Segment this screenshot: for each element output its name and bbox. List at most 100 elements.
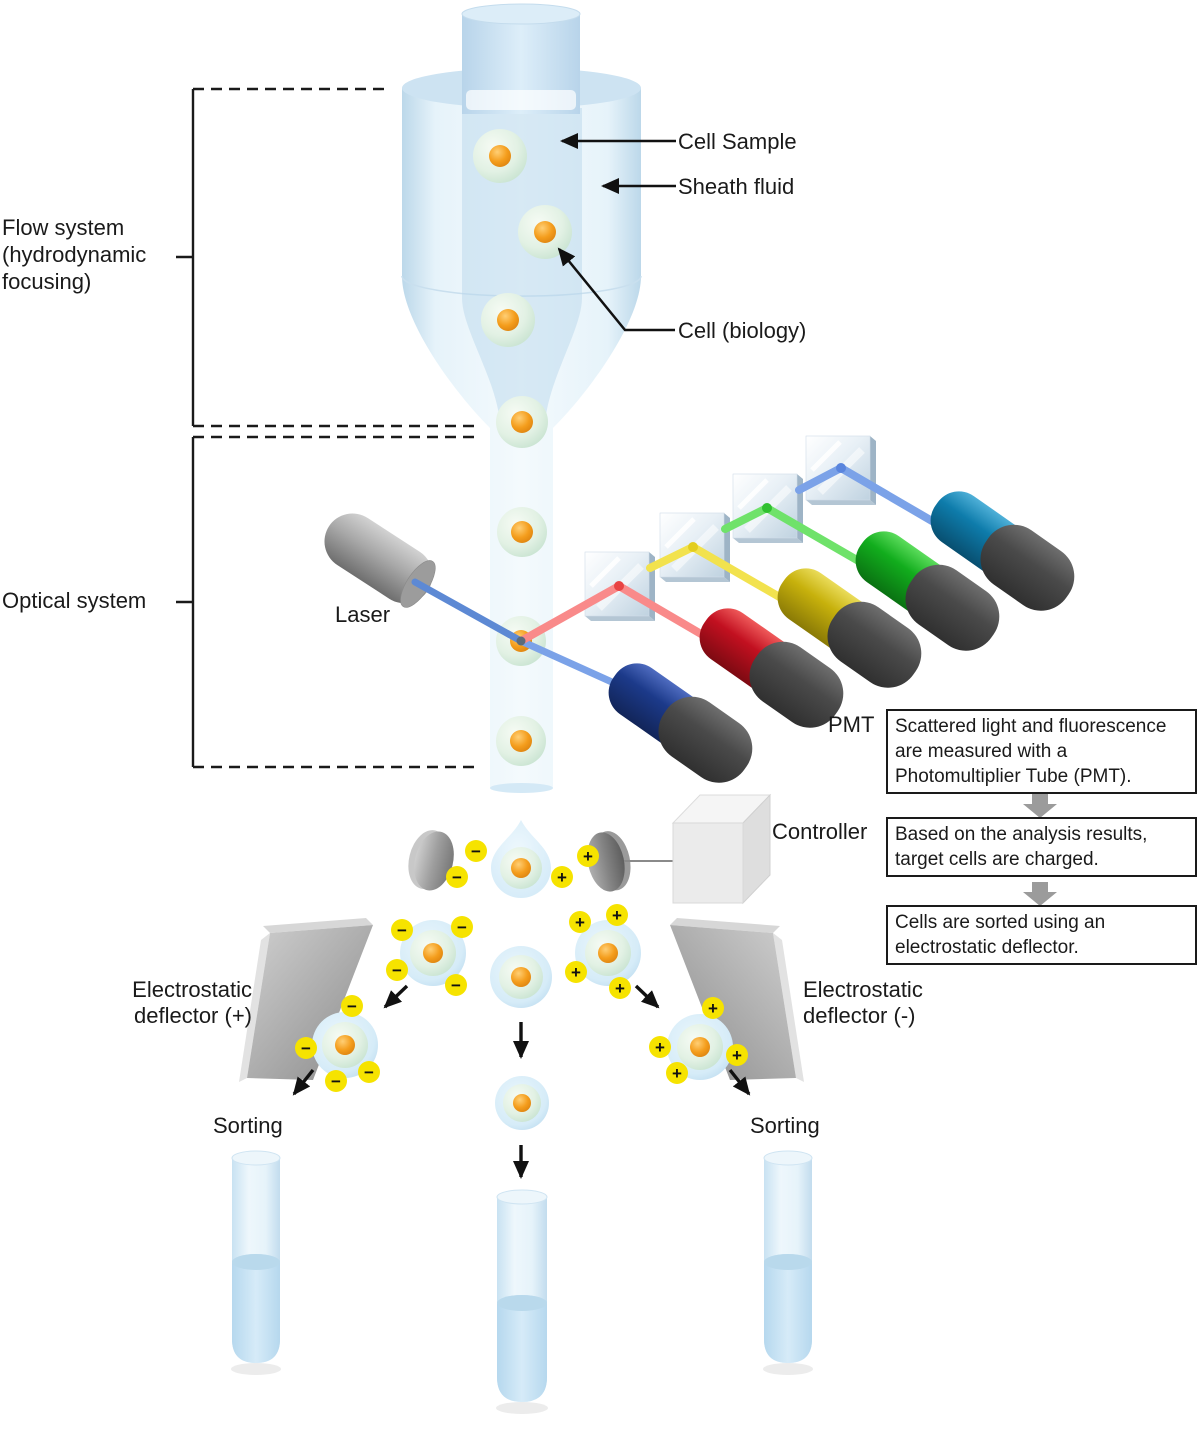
droplet bbox=[575, 920, 641, 986]
optical-system-bracket bbox=[176, 435, 478, 769]
sample-inlet-opening bbox=[461, 3, 581, 25]
svg-text:−: − bbox=[347, 997, 357, 1016]
droplet bbox=[312, 1012, 378, 1078]
flow-system-bracket bbox=[176, 87, 478, 428]
charging-electrode-right bbox=[587, 831, 631, 892]
charge-plus: + bbox=[565, 961, 587, 983]
pmt-forward-scatter bbox=[608, 663, 753, 783]
laser-label: Laser bbox=[335, 602, 391, 627]
sheath-fluid-label: Sheath fluid bbox=[678, 174, 795, 199]
deflector-plate-negative bbox=[670, 918, 804, 1082]
pmt-green bbox=[855, 531, 1000, 651]
svg-text:+: + bbox=[575, 913, 585, 932]
charge-minus: − bbox=[295, 1037, 317, 1059]
charge-minus: − bbox=[446, 866, 468, 888]
cell bbox=[481, 293, 535, 347]
svg-text:+: + bbox=[583, 847, 593, 866]
charge-minus: − bbox=[445, 974, 467, 996]
charge-plus: + bbox=[551, 866, 573, 888]
sorting-left-label: Sorting bbox=[213, 1113, 283, 1138]
cell-biology-arrow bbox=[557, 247, 675, 332]
svg-text:+: + bbox=[615, 979, 625, 998]
pmt-red bbox=[699, 608, 844, 728]
charging-electrode-left bbox=[408, 830, 454, 891]
svg-text:−: − bbox=[364, 1063, 374, 1082]
svg-text:−: − bbox=[301, 1039, 311, 1058]
cell-sample-label: Cell Sample bbox=[678, 129, 797, 154]
sorting-right-label: Sorting bbox=[750, 1113, 820, 1138]
process-step-2-box: Based on the analysis results, target ce… bbox=[886, 817, 1197, 877]
callout-arrows bbox=[557, 133, 676, 332]
deflect-right-out-arrow bbox=[728, 1068, 751, 1096]
deflect-right-in-arrow bbox=[634, 984, 660, 1009]
process-flow-arrows bbox=[1023, 794, 1057, 906]
svg-text:+: + bbox=[672, 1064, 682, 1083]
flow-system-label: Flow system (hydrodynamic focusing) bbox=[2, 215, 147, 294]
svg-text:+: + bbox=[655, 1038, 665, 1057]
charge-plus: + bbox=[666, 1062, 688, 1084]
cell bbox=[518, 205, 572, 259]
collection-tube-right bbox=[763, 1150, 813, 1363]
collection-tube-center bbox=[496, 1189, 548, 1402]
droplet bbox=[400, 920, 466, 986]
cell bbox=[496, 716, 546, 766]
process-step-3-box: Cells are sorted using an electrostatic … bbox=[886, 905, 1197, 965]
process-arrow-1 bbox=[1023, 794, 1057, 818]
pmt-detectors bbox=[608, 491, 1075, 783]
droplet bbox=[667, 1014, 733, 1080]
cell bbox=[496, 396, 548, 448]
svg-text:−: − bbox=[457, 918, 467, 937]
charge-minus: − bbox=[358, 1061, 380, 1083]
svg-text:−: − bbox=[452, 868, 462, 887]
svg-text:−: − bbox=[471, 842, 481, 861]
charge-plus: + bbox=[606, 904, 628, 926]
svg-text:−: − bbox=[331, 1072, 341, 1091]
droplets bbox=[312, 820, 733, 1130]
cell-biology-label: Cell (biology) bbox=[678, 318, 807, 343]
svg-text:+: + bbox=[557, 868, 567, 887]
controller-box bbox=[671, 793, 772, 905]
laser-source bbox=[324, 513, 436, 608]
svg-text:+: + bbox=[571, 963, 581, 982]
charge-plus: + bbox=[649, 1036, 671, 1058]
laser-beam bbox=[411, 578, 525, 645]
dichroic-mirror-2 bbox=[659, 512, 730, 582]
cell bbox=[497, 507, 547, 557]
svg-text:−: − bbox=[451, 976, 461, 995]
charge-plus: + bbox=[702, 997, 724, 1019]
flow-arrows bbox=[292, 984, 751, 1179]
charge-plus: + bbox=[569, 911, 591, 933]
controller-label: Controller bbox=[772, 819, 868, 844]
charge-plus: + bbox=[609, 977, 631, 999]
deflector-plate-positive bbox=[239, 918, 373, 1082]
electrostatic-deflector-positive-label: Electrostatic deflector (+) bbox=[132, 977, 252, 1028]
collection-tube-left bbox=[231, 1150, 281, 1363]
collection-tubes bbox=[231, 1150, 813, 1414]
charge-minus: − bbox=[391, 919, 413, 941]
light-beams bbox=[411, 463, 948, 696]
svg-text:+: + bbox=[708, 999, 718, 1018]
droplet bbox=[490, 946, 552, 1008]
charge-minus: − bbox=[341, 995, 363, 1017]
droplet-breakoff bbox=[491, 820, 551, 898]
sample-core-stream bbox=[462, 108, 582, 428]
process-arrow-2 bbox=[1023, 882, 1057, 906]
electrostatic-deflector-negative-label: Electrostatic deflector (-) bbox=[803, 977, 923, 1028]
optical-system-label: Optical system bbox=[2, 588, 147, 613]
svg-text:+: + bbox=[612, 906, 622, 925]
charge-plus: + bbox=[577, 845, 599, 867]
svg-text:−: − bbox=[397, 921, 407, 940]
pmt-yellow bbox=[777, 568, 922, 688]
deflect-left-in-arrow bbox=[383, 984, 409, 1009]
svg-text:+: + bbox=[732, 1046, 742, 1065]
deflect-left-out-arrow bbox=[292, 1068, 315, 1096]
droplet bbox=[495, 1076, 549, 1130]
pmt-label: PMT bbox=[828, 712, 875, 737]
svg-text:−: − bbox=[392, 961, 402, 980]
pmt-teal bbox=[930, 491, 1075, 611]
charge-plus: + bbox=[726, 1044, 748, 1066]
charge-minus: − bbox=[386, 959, 408, 981]
charge-minus: − bbox=[325, 1070, 347, 1092]
